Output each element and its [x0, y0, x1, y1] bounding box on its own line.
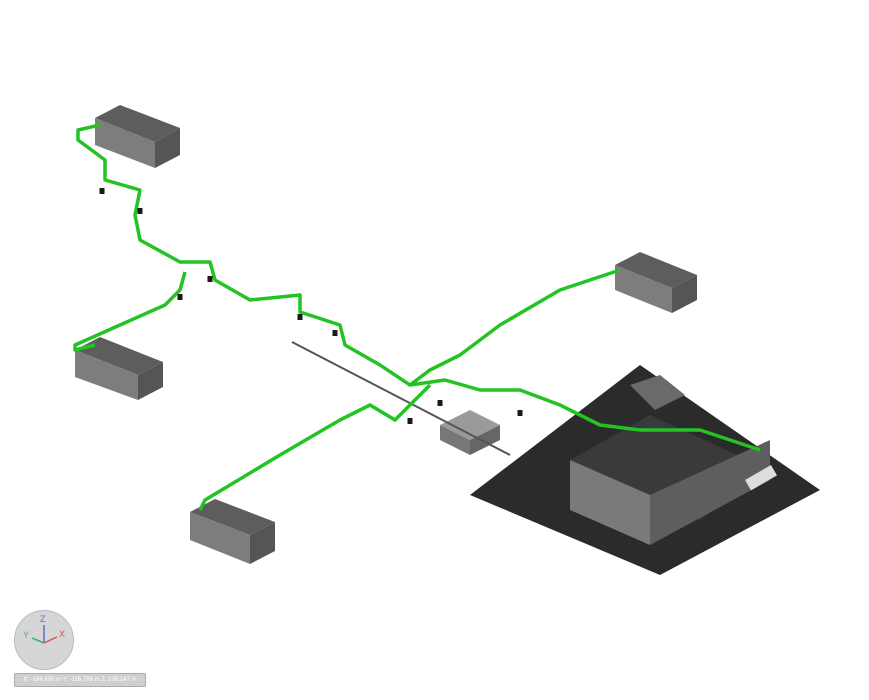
coordinate-readout: X: -184,600 m Y: -116,799 m Z: 130,147 m	[14, 673, 146, 687]
pipe-supports	[99, 188, 523, 424]
x-axis-label: X	[59, 629, 66, 639]
pipeline-network	[73, 123, 761, 511]
building	[95, 105, 180, 168]
rail	[291, 341, 511, 456]
main-facility	[570, 375, 777, 545]
axis-icon	[31, 625, 58, 644]
z-axis-label: Z	[40, 614, 46, 624]
tank-unit	[440, 410, 500, 455]
building	[75, 337, 163, 400]
building	[615, 252, 697, 313]
view-cube-gizmo[interactable]: Z X Y	[14, 610, 74, 670]
y-axis-label: Y	[23, 630, 30, 640]
building	[190, 499, 275, 564]
